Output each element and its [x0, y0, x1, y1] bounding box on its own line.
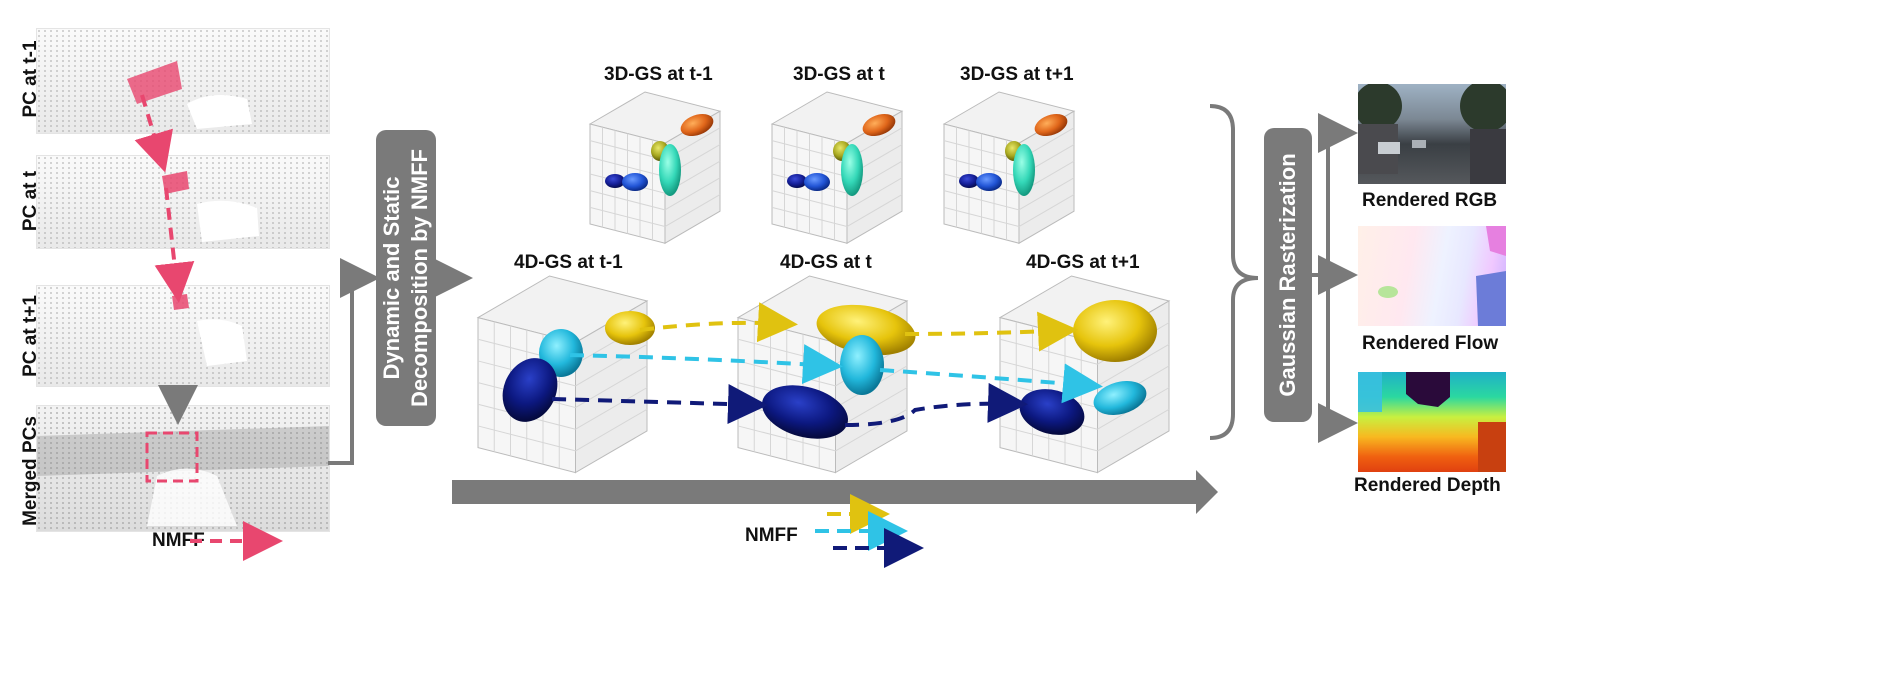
merged-to-decomposition-connector [328, 258, 380, 465]
pc-label-t: PC at t [20, 170, 41, 232]
gs4d-nmff-arrows [551, 302, 1103, 427]
point-cloud-image [37, 406, 329, 531]
pc-panel-t-plus-1 [36, 285, 330, 387]
rasterization-box: Gaussian Rasterization [1264, 128, 1312, 422]
gaussian-ellipsoid [1005, 141, 1023, 161]
gs4d-plot-t-plus-1 [998, 275, 1171, 474]
gaussian-cyan-t-minus-1 [539, 329, 583, 377]
pc-label-merged: Merged PCs [20, 416, 41, 526]
rasterization-output-connectors [1312, 113, 1358, 443]
output-label-rgb: Rendered RGB [1362, 190, 1498, 211]
gaussian-ellipsoid [862, 113, 896, 137]
nmff-legend-label: NMFF [745, 525, 798, 546]
gaussian-ellipsoid [841, 144, 863, 196]
rendered-rgb-image [1358, 84, 1506, 184]
gaussian-ellipsoid [659, 144, 681, 196]
pc-nmff-label: NMFF [152, 530, 205, 551]
gs3d-gaussians-t-plus-1 [959, 113, 1068, 196]
nmff-legend-arrows [815, 494, 924, 568]
point-cloud-image [37, 29, 329, 133]
gs3d-title-t: 3D-GS at t [793, 64, 885, 85]
gaussian-ellipsoid [680, 113, 714, 137]
gaussian-ellipsoid [787, 174, 807, 188]
point-cloud-image [37, 156, 329, 248]
gaussian-yellow-t-minus-1 [605, 311, 655, 345]
point-cloud-image [37, 286, 329, 386]
gs3d-gaussians-t-minus-1 [605, 113, 714, 196]
gs3d-plots [588, 91, 1076, 245]
gaussian-navy-t-minus-1 [502, 358, 558, 422]
gaussian-ellipsoid [1034, 113, 1068, 137]
rasterization-label: Gaussian Rasterization [1275, 153, 1300, 397]
gaussian-ellipsoid [651, 141, 669, 161]
gs4d-title-t-minus-1: 4D-GS at t-1 [514, 252, 623, 273]
gaussian-cyan-t-plus-1 [1093, 381, 1147, 415]
gs4d-title-t-plus-1: 4D-GS at t+1 [1026, 252, 1140, 273]
gaussian-yellow-t [816, 304, 916, 356]
time-label: Time [804, 483, 849, 504]
gs4d-plots [476, 275, 1171, 474]
gaussian-ellipsoid [804, 173, 830, 191]
gaussian-navy-t [762, 385, 848, 439]
gs3d-title-t-minus-1: 3D-GS at t-1 [604, 64, 713, 85]
gs4d-plot-t [736, 275, 909, 474]
gaussian-ellipsoid [1013, 144, 1035, 196]
rendered-flow-image [1358, 226, 1506, 326]
gs3d-plot-t [770, 91, 904, 245]
gs4d-gaussians [502, 300, 1157, 439]
output-label-depth: Rendered Depth [1354, 475, 1501, 496]
gaussian-ellipsoid [622, 173, 648, 191]
gs4d-title-t: 4D-GS at t [780, 252, 872, 273]
dynamic-car-points [127, 61, 182, 104]
decomposition-line1: Dynamic and Static [379, 176, 404, 380]
pc-panel-merged [36, 405, 330, 532]
gs3d-title-t-plus-1: 3D-GS at t+1 [960, 64, 1074, 85]
gaussian-ellipsoid [976, 173, 1002, 191]
gs3d-plot-t-plus-1 [942, 91, 1076, 245]
dynamic-car-points [172, 294, 189, 310]
gaussian-ellipsoid [833, 141, 851, 161]
gaussian-ellipsoid [959, 174, 979, 188]
gs4d-plot-t-minus-1 [476, 275, 649, 474]
pc-label-t-minus-1: PC at t-1 [20, 40, 41, 118]
pc-label-t-plus-1: PC at t+1 [20, 295, 41, 377]
gaussian-yellow-t-plus-1 [1073, 300, 1157, 362]
gaussian-cyan-t [840, 335, 884, 395]
output-label-flow: Rendered Flow [1362, 333, 1499, 354]
gs3d-gaussians-t [787, 113, 896, 196]
gaussian-ellipsoid [605, 174, 625, 188]
pc-panel-t-minus-1 [36, 28, 330, 134]
gaussian-navy-t-plus-1 [1019, 389, 1085, 435]
gs3d-plot-t-minus-1 [588, 91, 722, 245]
rendered-depth-image [1358, 372, 1506, 472]
decomposition-box: Dynamic and Static Decomposition by NMFF [376, 130, 436, 426]
decomposition-line2: Decomposition by NMFF [407, 149, 432, 407]
pc-panel-t [36, 155, 330, 249]
brace [1209, 104, 1259, 440]
